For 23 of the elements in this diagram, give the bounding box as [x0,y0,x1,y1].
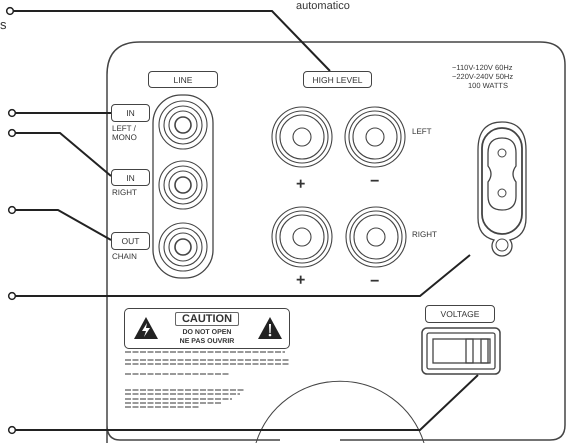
voltage-switch-icon [421,327,501,375]
jack-caption: CHAIN [112,252,138,261]
leader-line [8,128,112,177]
caution-heading: CAUTION [175,312,239,326]
leader-line [8,206,112,241]
polarity-sign: − [370,273,380,291]
polarity-sign: − [370,173,380,191]
channel-label: LEFT [412,128,432,137]
leader-line [8,254,471,300]
panel-label: LINE [148,71,218,88]
polarity-sign: + [296,272,306,290]
annotation-text: s [0,8,10,33]
leader-line [6,6,331,72]
jack-caption: RIGHT [112,188,138,197]
panel-label: HIGH LEVEL [303,71,372,88]
panel-label: VOLTAGE [425,305,495,323]
warning-box [124,308,290,349]
annotation-text: automatico [296,0,350,12]
channel-label: RIGHT [412,231,437,240]
polarity-sign: + [296,176,306,194]
jack-caption: LEFT / MONO [112,124,138,142]
leader-line [8,108,111,118]
leader-line [8,374,479,434]
